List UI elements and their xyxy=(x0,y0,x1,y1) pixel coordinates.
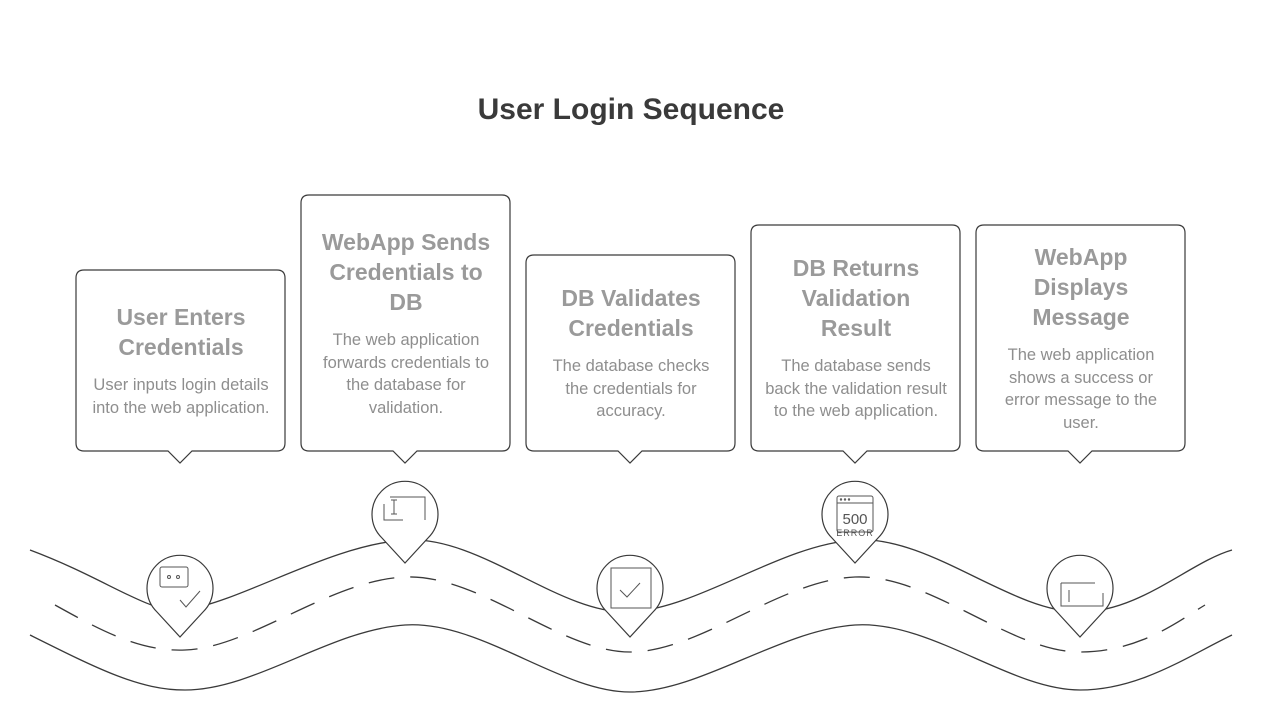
step-3-card: DB Validates Credentials The database ch… xyxy=(526,255,736,451)
step-1-callout xyxy=(75,269,286,464)
step-5-pin xyxy=(1046,554,1114,638)
step-2-title: WebApp Sends Credentials to DB xyxy=(321,229,491,315)
step-3-callout xyxy=(525,254,736,464)
step-2-pin xyxy=(371,480,439,564)
server-error-icon xyxy=(836,495,874,533)
step-4-description: The database sends back the validation r… xyxy=(765,357,947,421)
step-1-description: User inputs login details into the web a… xyxy=(92,376,270,417)
server-error-label: ERROR xyxy=(836,528,874,538)
text-cursor-window-icon xyxy=(383,496,426,521)
checkbox-icon xyxy=(610,567,652,609)
road-center-dashes xyxy=(54,576,1206,653)
step-3-title: DB Validates Credentials xyxy=(561,285,701,342)
step-2-description: The web application forwards credentials… xyxy=(323,331,489,417)
road-lower-edge xyxy=(29,624,1233,693)
server-error-code: 500 xyxy=(842,511,867,528)
step-1-title: User Enters Credentials xyxy=(116,304,246,360)
step-5-title: WebApp Displays Message xyxy=(1032,244,1130,330)
step-4-title: DB Returns Validation Result xyxy=(792,255,920,342)
step-1-card: User Enters Credentials User inputs logi… xyxy=(76,270,286,451)
step-2-callout xyxy=(300,194,511,464)
step-1-pin xyxy=(146,554,214,638)
step-3-pin xyxy=(596,554,664,638)
step-2-card: WebApp Sends Credentials to DB The web a… xyxy=(301,195,511,451)
message-window-icon xyxy=(1060,582,1104,607)
step-4-callout xyxy=(750,224,961,464)
diagram-title: User Login Sequence xyxy=(477,93,785,126)
step-5-card: WebApp Displays Message The web applicat… xyxy=(976,225,1186,451)
step-5-callout xyxy=(975,224,1186,464)
step-4-card: DB Returns Validation Result The databas… xyxy=(751,225,961,451)
login-form-check-icon xyxy=(159,566,201,608)
step-5-description: The web application shows a success or e… xyxy=(1004,346,1158,432)
step-4-pin xyxy=(821,480,889,564)
step-3-description: The database checks the credentials for … xyxy=(552,357,710,421)
